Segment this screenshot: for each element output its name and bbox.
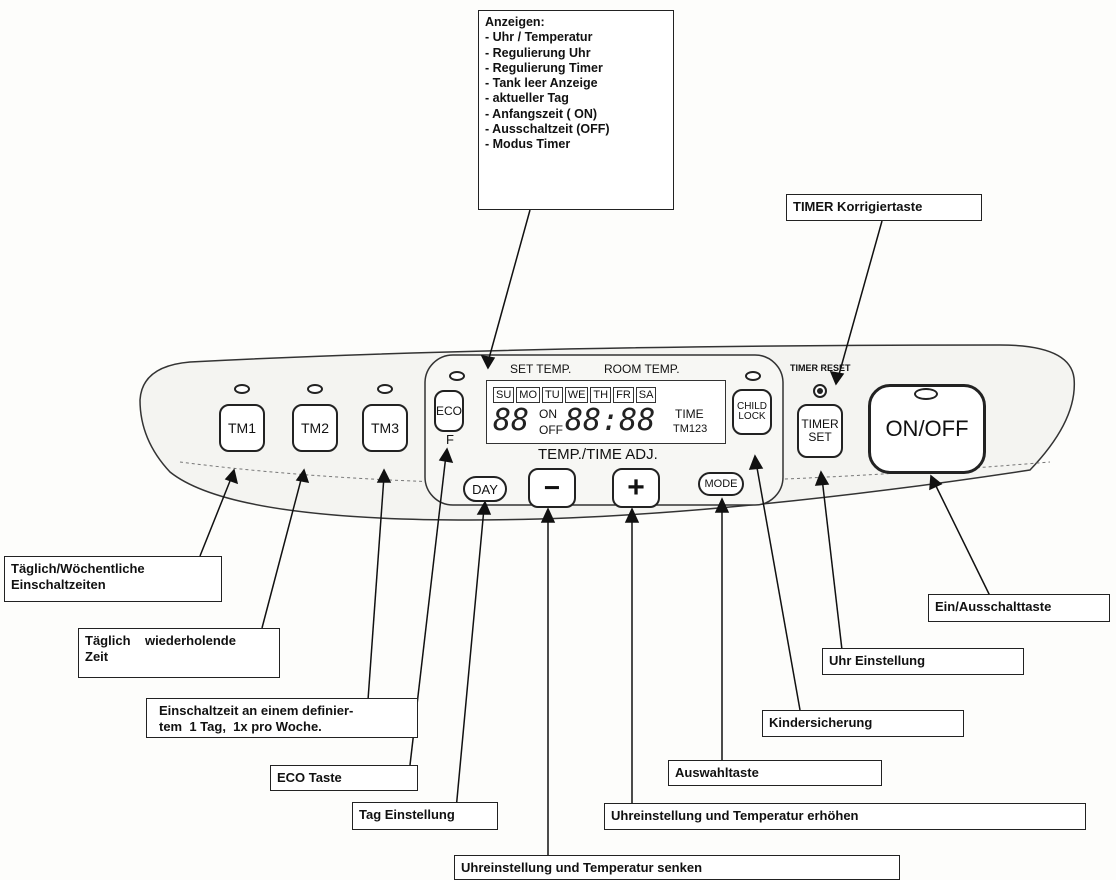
lcd-on-label: ON	[539, 407, 557, 421]
lcd-time-label: TIME	[675, 407, 704, 421]
callout-plus: Uhreinstellung und Temperatur erhöhen	[604, 803, 1086, 830]
set-temp-label: SET TEMP.	[510, 362, 572, 376]
eco-f-indicator: F	[446, 432, 454, 447]
minus-button[interactable]: −	[528, 468, 576, 508]
timer-reset-button[interactable]	[813, 384, 827, 398]
callout-tm2-line-2: Zeit	[85, 649, 109, 665]
lcd-off-label: OFF	[539, 423, 563, 437]
callout-tm1-line-1: Täglich/Wöchentliche	[11, 561, 145, 576]
child-lock-label-2: LOCK	[738, 411, 766, 422]
timer-reset-dot	[817, 388, 823, 394]
day-fr: FR	[613, 387, 634, 403]
list-item: Uhr / Temperatur	[485, 30, 667, 45]
child-lock-label-1: CHILD	[736, 400, 767, 412]
lcd-tm123-label: TM123	[673, 423, 708, 435]
tm2-button-label: TM2	[301, 420, 329, 436]
eco-button-label: ECO	[436, 404, 463, 418]
callout-tm2-line-1: Täglich wiederholende	[85, 633, 236, 648]
callout-onoff: Ein/Ausschalttaste	[928, 594, 1110, 622]
day-mo: MO	[516, 387, 541, 403]
callout-minus: Uhreinstellung und Temperatur senken	[454, 855, 900, 880]
callout-timer-correct: TIMER Korrigiertaste	[786, 194, 982, 221]
onoff-button[interactable]: ON/OFF	[868, 384, 986, 474]
list-item: Regulierung Uhr	[485, 46, 667, 61]
tm3-button-label: TM3	[371, 420, 399, 436]
tm3-led	[377, 384, 393, 394]
day-th: TH	[590, 387, 612, 403]
day-button[interactable]: DAY	[463, 476, 507, 502]
callout-tm3-line-1: Einschaltzeit an einem definier-	[159, 703, 354, 718]
list-item: Anfangszeit ( ON)	[485, 107, 667, 122]
day-su: SU	[493, 387, 515, 403]
child-lock-button[interactable]: CHILD LOCK	[732, 389, 772, 435]
onoff-button-label: ON/OFF	[885, 416, 969, 441]
callout-tm3-line-2: tem 1 Tag, 1x pro Woche.	[159, 719, 322, 735]
lcd-digits-right: 88:88	[565, 403, 656, 438]
callout-timer-set: Uhr Einstellung	[822, 648, 1024, 675]
mode-button-label: MODE	[704, 478, 738, 490]
tm1-button[interactable]: TM1	[219, 404, 265, 452]
child-lock-led	[745, 371, 761, 381]
day-button-label: DAY	[472, 481, 498, 497]
onoff-led	[914, 388, 938, 400]
day-we: WE	[564, 387, 589, 403]
tm2-led	[307, 384, 323, 394]
callout-display: Anzeigen: Uhr / Temperatur Regulierung U…	[478, 10, 674, 210]
day-tu: TU	[542, 387, 563, 403]
callout-display-title: Anzeigen:	[485, 15, 545, 29]
temp-time-adj-label: TEMP./TIME ADJ.	[538, 446, 658, 463]
room-temp-label: ROOM TEMP.	[604, 362, 680, 376]
eco-led	[449, 371, 465, 381]
list-item: Modus Timer	[485, 137, 667, 152]
callout-display-list: Uhr / Temperatur Regulierung Uhr Regulie…	[485, 30, 667, 152]
mode-button[interactable]: MODE	[698, 472, 744, 496]
timer-set-label-1: TIMER	[801, 416, 839, 431]
callout-child-lock: Kindersicherung	[762, 710, 964, 737]
tm1-led	[234, 384, 250, 394]
callout-tm2: Täglich wiederholende Zeit	[78, 628, 280, 678]
timer-set-button[interactable]: TIMER SET	[797, 404, 843, 458]
callout-eco: ECO Taste	[270, 765, 418, 791]
callout-day: Tag Einstellung	[352, 802, 498, 830]
callout-tm3: Einschaltzeit an einem definier- tem 1 T…	[146, 698, 418, 738]
tm3-button[interactable]: TM3	[362, 404, 408, 452]
callout-mode: Auswahltaste	[668, 760, 882, 786]
plus-icon: +	[627, 471, 645, 504]
callout-tm1-line-2: Einschaltzeiten	[11, 577, 106, 593]
day-sa: SA	[635, 387, 657, 403]
list-item: aktueller Tag	[485, 91, 667, 106]
timer-reset-label: TIMER RESET	[790, 363, 851, 373]
minus-icon: −	[543, 472, 561, 503]
timer-set-label-2: SET	[808, 430, 832, 444]
callout-tm1: Täglich/Wöchentliche Einschaltzeiten	[4, 556, 222, 602]
list-item: Tank leer Anzeige	[485, 76, 667, 91]
list-item: Ausschaltzeit (OFF)	[485, 122, 667, 137]
lcd-digits-left: 88	[493, 403, 530, 438]
tm1-button-label: TM1	[228, 420, 256, 436]
list-item: Regulierung Timer	[485, 61, 667, 76]
plus-button[interactable]: +	[612, 468, 660, 508]
eco-button[interactable]: ECO	[434, 390, 464, 432]
tm2-button[interactable]: TM2	[292, 404, 338, 452]
